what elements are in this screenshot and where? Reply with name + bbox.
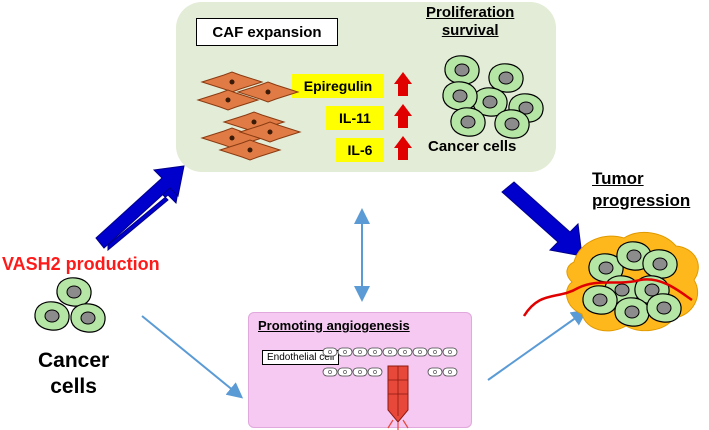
vash2-production-label: VASH2 production bbox=[2, 254, 160, 274]
up-arrow-icon bbox=[394, 72, 412, 96]
tumor-word: Tumor bbox=[592, 169, 644, 188]
cancer-cell-icon bbox=[70, 303, 106, 333]
cancer-cell-icon bbox=[442, 81, 478, 111]
thin-arrow-angiogenesis-to-tumor bbox=[487, 309, 588, 381]
cancer-cell-icon bbox=[450, 107, 486, 137]
caf-cancer-cells-label: Cancer cells bbox=[428, 138, 517, 155]
survival-label: survival bbox=[441, 22, 499, 39]
thick-arrow-caf-to-tumor bbox=[501, 181, 583, 257]
up-arrows bbox=[394, 72, 412, 160]
proliferation-survival-label: Proliferation survival bbox=[426, 4, 514, 40]
cancer-cell-icon bbox=[582, 285, 618, 315]
factor-il-6: IL-6 bbox=[336, 138, 384, 162]
angiogenesis-title: Promoting angiogenesis bbox=[258, 318, 410, 333]
cancer-cell-icon bbox=[614, 297, 650, 327]
vessel-row-top bbox=[322, 347, 458, 357]
cancer-cell-icon bbox=[494, 109, 530, 139]
thick-arrow-vash2-to-caf bbox=[95, 165, 185, 252]
tumor-illustration bbox=[522, 231, 699, 332]
blood-vessel-illustration bbox=[322, 347, 458, 430]
tumor-blood-vessel bbox=[522, 278, 693, 317]
cancer-cell-icon bbox=[56, 277, 92, 307]
cancer-cell-icon bbox=[646, 293, 682, 323]
thin-arrow-cells-to-angiogenesis bbox=[141, 315, 244, 399]
cancer-cell-icon bbox=[642, 249, 678, 279]
cancer-word: Cancer bbox=[38, 349, 110, 372]
cancer-cell-icon bbox=[444, 55, 480, 85]
left-cancer-cell-cluster bbox=[34, 277, 106, 333]
fibroblast-cluster bbox=[197, 71, 301, 161]
caf-expansion-title: CAF expansion bbox=[196, 18, 338, 46]
progression-word: progression bbox=[592, 191, 691, 210]
factor-epiregulin: Epiregulin bbox=[292, 74, 384, 98]
up-arrow-icon bbox=[394, 136, 412, 160]
endothelial-cell-label: Endothelial cell bbox=[262, 350, 340, 365]
cells-word: cells bbox=[50, 375, 97, 398]
caf-cancer-cell-cluster bbox=[442, 55, 544, 139]
factor-il-11: IL-11 bbox=[326, 106, 384, 130]
tumor-progression-label: Tumor progression bbox=[592, 168, 690, 212]
proliferation-label: Proliferation bbox=[426, 4, 515, 21]
up-arrow-icon bbox=[394, 104, 412, 128]
cancer-cell-icon bbox=[34, 301, 70, 331]
left-cancer-cells-label: Cancer cells bbox=[38, 348, 109, 400]
